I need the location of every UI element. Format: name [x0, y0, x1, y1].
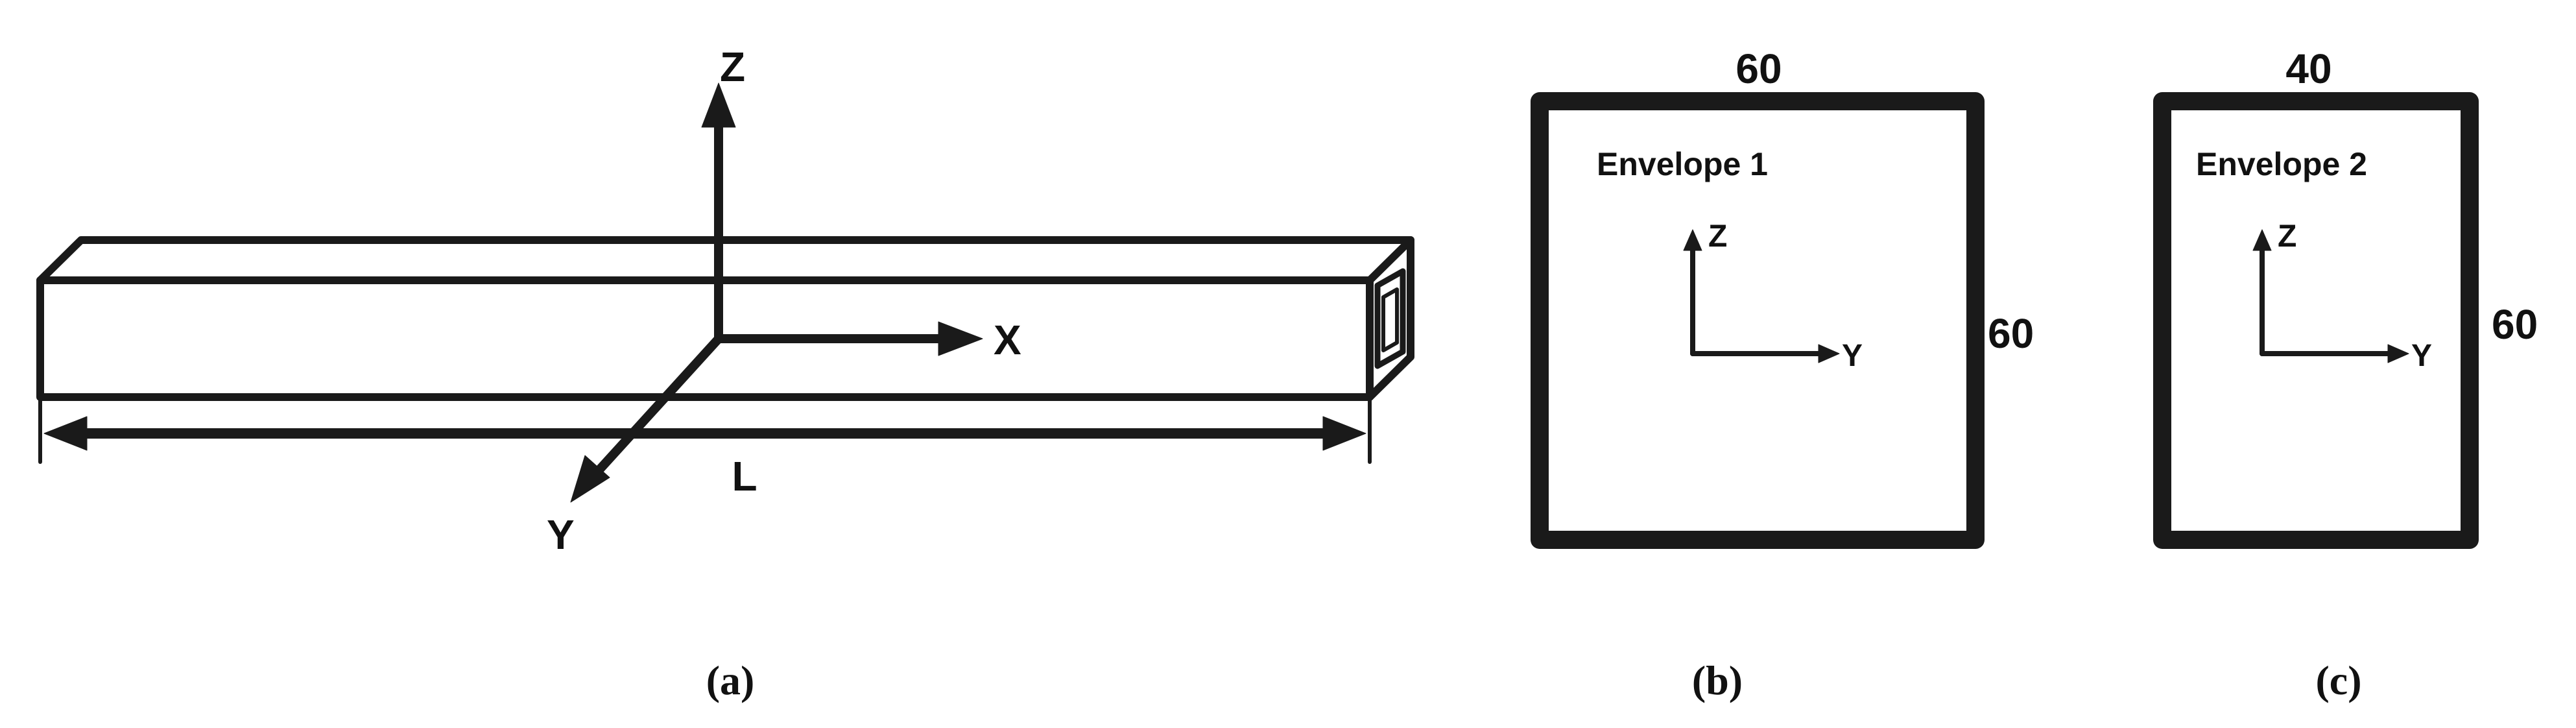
envelope-2-local-z-axis — [2252, 229, 2272, 356]
envelope-2-width-label: 40 — [2285, 45, 2332, 92]
length-arrowhead-right — [1322, 416, 1366, 451]
panel-b-envelope-1: 60 60 Envelope 1 Z Y (b) — [1531, 45, 2034, 703]
envelope-1-local-z-axis — [1683, 229, 1702, 356]
beam-front-face — [36, 276, 1374, 401]
beam-top-face — [36, 236, 1414, 284]
envelope-1-title: Envelope 1 — [1597, 146, 1768, 182]
beam-outline — [36, 236, 1414, 401]
envelope-2-local-y-axis — [2260, 344, 2409, 363]
x-axis-label: X — [994, 317, 1021, 363]
length-label: L — [732, 453, 757, 500]
beam-end-face — [1366, 236, 1414, 401]
envelope-1-height-label: 60 — [1988, 310, 2034, 357]
envelope-1-y-label: Y — [1842, 339, 1863, 373]
panel-b-caption: (b) — [1692, 657, 1743, 703]
panel-a-caption: (a) — [706, 657, 755, 703]
panel-c-envelope-2: 40 60 Envelope 2 Z Y (c) — [2153, 45, 2538, 703]
y-axis-label: Y — [547, 511, 575, 558]
envelope-1-local-y-axis — [1690, 344, 1840, 363]
z-axis-arrow — [701, 82, 736, 343]
envelope-2-height-label: 60 — [2492, 301, 2538, 348]
beam-hollow-end — [1374, 268, 1406, 369]
beam-hollow-inner — [1381, 287, 1399, 352]
z-axis-label: Z — [720, 43, 745, 90]
panel-c-caption: (c) — [2315, 657, 2361, 703]
length-dimension — [38, 398, 1372, 464]
x-axis-arrow — [714, 321, 983, 356]
envelope-2-z-label: Z — [2278, 219, 2296, 254]
envelope-1-width-label: 60 — [1735, 45, 1782, 92]
envelope-2-section — [2153, 92, 2479, 549]
panel-a-beam-diagram: Z X Y L (a) — [36, 43, 1414, 703]
envelope-2-y-label: Y — [2411, 339, 2432, 373]
length-arrowhead-left — [43, 416, 88, 451]
envelope-1-section — [1531, 92, 1985, 549]
beam-hollow-outer — [1374, 268, 1406, 369]
envelope-1-z-label: Z — [1708, 219, 1727, 254]
y-axis-arrow — [570, 334, 723, 503]
envelope-2-title: Envelope 2 — [2196, 146, 2367, 182]
